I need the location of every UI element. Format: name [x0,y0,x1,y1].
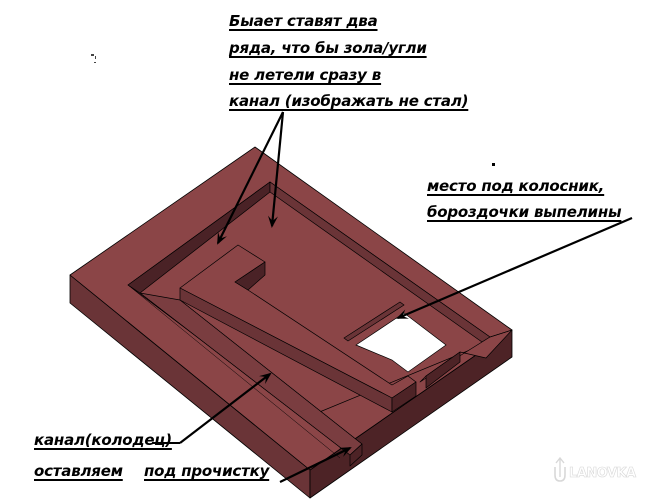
top-note-line-3: не летели сразу в [229,66,382,84]
grate-hole [355,312,447,373]
stray-dot [492,163,495,166]
u-arrow-logo-icon [554,456,566,482]
grate-note-line-1: место под колосник, [427,177,605,195]
top-note-line-4: канал (изображать не стал) [229,92,469,110]
channel-note-line-2b: под прочистку [144,462,270,480]
edge-lines [127,284,513,459]
arrow-cleanout [279,447,352,483]
annotation-arrows [152,111,633,483]
stray-dot [91,54,94,56]
top-note-line-2: ряда, что бы зола/угли [229,39,427,57]
arrow-grate [396,216,633,320]
stray-dot [95,56,96,59]
baffle-right-side [391,381,417,413]
watermark-text: LANOVKA [569,466,637,482]
arrow-top-right [267,111,285,228]
baffle [179,244,417,413]
channel-note-line-1: канал(колодец) [34,431,172,449]
stray-dot [94,62,96,63]
baffle-tip-side [234,261,266,291]
grate-ledge [343,301,405,342]
channel-note-line-2a: оставляем [34,462,123,480]
front-step-side [349,443,363,467]
right-step-side [425,351,461,389]
arrow-channel [179,372,272,444]
top-note-line-1: Быает ставят два [229,12,378,30]
arrow-top-left [217,111,284,245]
grate-opening [343,301,447,373]
grate-note-line-2: бороздочки выпелины [427,203,622,221]
